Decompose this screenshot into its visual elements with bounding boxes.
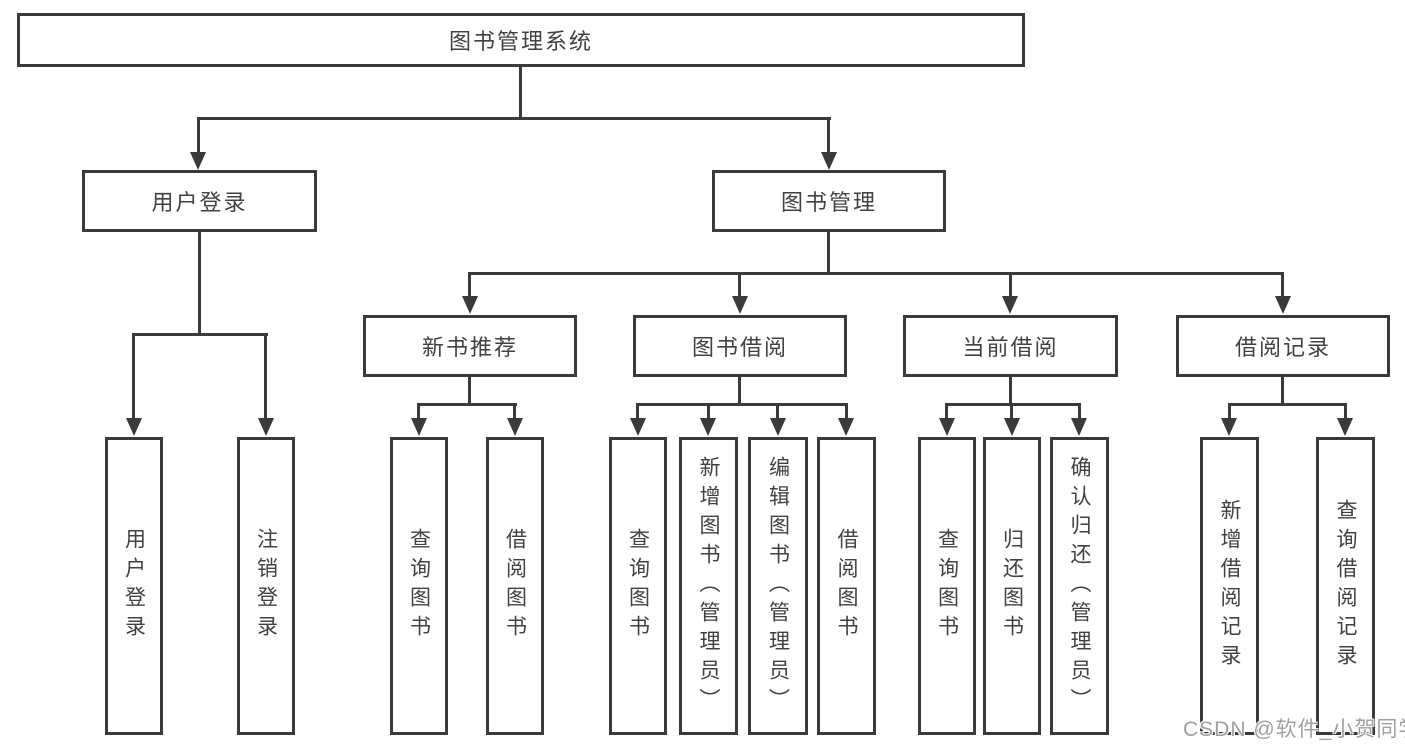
leaf-edit-book-admin: 编辑图书（管理员） [748,437,808,735]
connector-borrow-records-stem [1281,272,1284,298]
connector-book-management-stem [827,117,830,154]
leaf-query-borrow-record: 查询借阅记录 [1316,437,1375,735]
connector-new-book-stem [468,272,471,298]
leaf-add-book-admin: 新增图书（管理员） [679,437,738,735]
connector-leaf-stem [776,403,779,420]
connector-new-book-split [417,403,517,406]
arrowhead-leaf [411,418,427,436]
arrowhead-leaf [838,418,854,436]
arrowhead-leaf [700,418,716,436]
connector-leaf-stem [1010,403,1013,420]
arrowhead-leaf [939,418,955,436]
node-book-management: 图书管理 [712,170,946,232]
node-borrowing-records: 借阅记录 [1176,315,1390,377]
leaf-query-books-recommend: 查询图书 [390,437,448,735]
connector-leaf-stem [845,403,848,420]
connector-current-borrow-drop [1009,375,1012,406]
leaf-logout: 注销登录 [237,437,295,735]
connector-root-drop [519,65,522,118]
arrowhead-book-borrow [732,296,748,314]
node-book-borrowing: 图书借阅 [633,315,847,377]
connector-book-borrow-stem [738,272,741,298]
arrowhead-leaf-logout [258,418,274,436]
connector-leaf-stem [1228,403,1231,420]
leaf-add-borrow-record: 新增借阅记录 [1200,437,1259,735]
leaf-query-books-borrow: 查询图书 [609,437,667,735]
watermark: CSDN @软件_小贺同学 [1183,718,1405,741]
leaf-confirm-return-admin: 确认归还（管理员） [1050,437,1109,735]
arrowhead-leaf [630,418,646,436]
arrowhead-new-book [462,296,478,314]
arrowhead-book-management [821,152,837,170]
node-user-login: 用户登录 [82,170,317,232]
node-current-borrowing: 当前借阅 [903,315,1118,377]
arrowhead-borrow-records [1275,296,1291,314]
arrowhead-leaf [1337,418,1353,436]
connector-leaf-stem [417,403,420,420]
connector-leaf-stem [707,403,710,420]
arrowhead-leaf-user-login [126,418,142,436]
connector-current-borrow-split [945,403,1081,406]
connector-leaf-logout-stem [264,333,267,420]
leaf-borrow-books-recommend: 借阅图书 [486,437,544,735]
connector-level1-rail [197,117,831,120]
connector-leaf-stem [1078,403,1081,420]
connector-user-login-drop [198,230,201,335]
connector-book-borrow-drop [738,375,741,406]
leaf-return-book: 归还图书 [983,437,1041,735]
connector-user-login-split [132,333,268,336]
connector-leaf-stem [636,403,639,420]
connector-leaf-stem [945,403,948,420]
arrowhead-leaf [1004,418,1020,436]
connector-leaf-stem [513,403,516,420]
leaf-query-books-current: 查询图书 [918,437,976,735]
arrowhead-user-login [190,152,206,170]
connector-book-borrow-split [636,403,848,406]
node-new-book-recommendation: 新书推荐 [363,315,577,377]
arrowhead-leaf [507,418,523,436]
node-library-system: 图书管理系统 [17,13,1025,67]
arrowhead-leaf [770,418,786,436]
arrowhead-leaf [1221,418,1237,436]
connector-leaf-stem [1344,403,1347,420]
leaf-borrow-books-borrow: 借阅图书 [817,437,876,735]
arrowhead-current-borrow [1002,296,1018,314]
connector-leaf-user-login-stem [132,333,135,420]
connector-borrow-records-drop [1281,375,1284,406]
arrowhead-leaf [1071,418,1087,436]
leaf-user-login: 用户登录 [105,437,163,735]
connector-user-login-stem [197,117,200,154]
connector-borrow-records-split [1228,403,1347,406]
connector-new-book-drop [468,375,471,406]
connector-level2-rail [468,272,1284,275]
connector-book-management-drop [827,230,830,274]
connector-current-borrow-stem [1009,272,1012,298]
